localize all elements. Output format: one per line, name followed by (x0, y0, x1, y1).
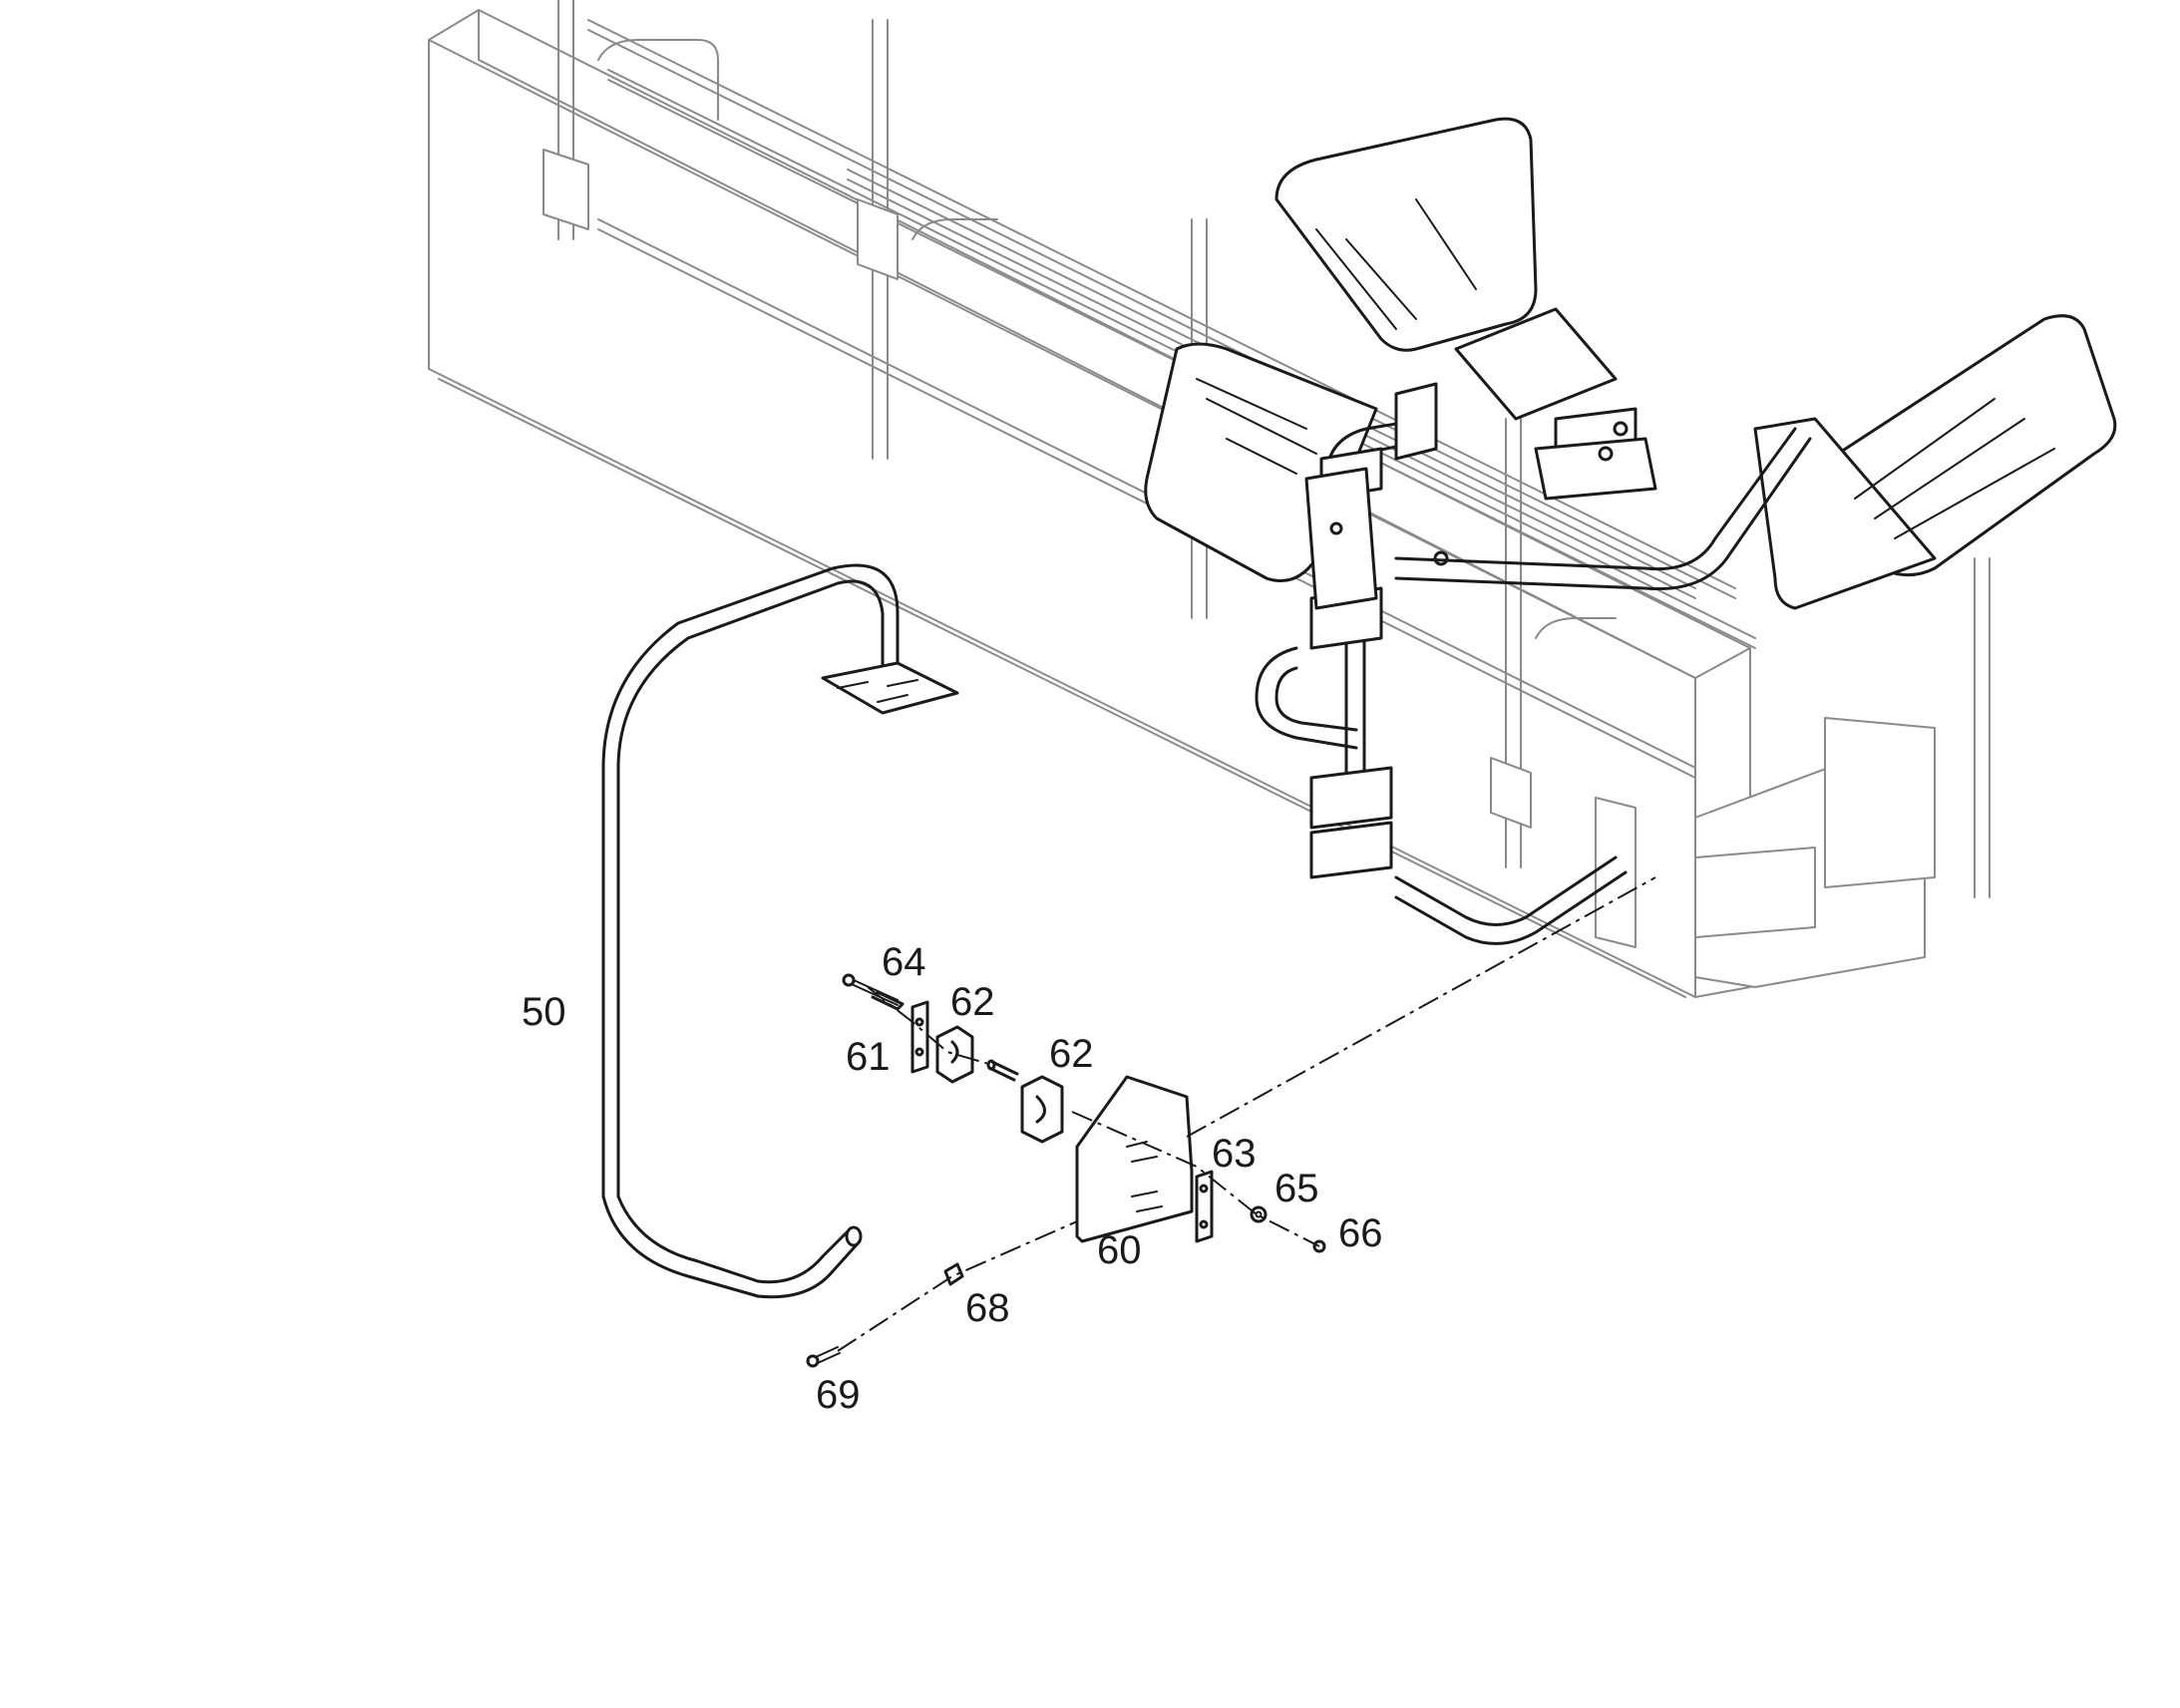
callout-64: 64 (882, 940, 926, 984)
part-61-flat-bar (910, 1000, 929, 1074)
part-64-bolt (842, 973, 905, 1011)
part-50-hoop-bar (601, 563, 959, 1299)
feed-pan-right (1753, 314, 2117, 610)
part-62-clamp-half-upper (935, 1025, 974, 1084)
callouts: 50 64 62 61 62 63 65 66 60 68 69 (522, 940, 1383, 1417)
callout-66: 66 (1338, 1211, 1383, 1255)
feed-pan-top (1274, 117, 1538, 352)
callout-60: 60 (1097, 1228, 1142, 1272)
callout-65: 65 (1274, 1167, 1319, 1210)
callout-69: 69 (816, 1373, 861, 1417)
assembly-center-lines (837, 876, 1656, 1352)
callout-68: 68 (965, 1286, 1010, 1330)
part-68-spacer (943, 1262, 964, 1286)
part-69-bolt (806, 1346, 841, 1368)
callout-63: 63 (1212, 1132, 1257, 1176)
part-63-flat-bar (1195, 1170, 1214, 1243)
trough-assembly (428, 0, 1991, 998)
part-62-clamp-half-lower (1020, 1075, 1064, 1144)
part-65-washer (1250, 1205, 1268, 1223)
callout-50: 50 (522, 990, 566, 1034)
part-60-mounting-plate (1075, 1075, 1194, 1243)
part-66-nut (1312, 1239, 1326, 1253)
part-62-pin (986, 1059, 1019, 1082)
callout-62-lower: 62 (1049, 1032, 1094, 1076)
callout-62-upper: 62 (950, 980, 995, 1024)
callout-61: 61 (846, 1035, 891, 1079)
pan-support-frame (1255, 307, 1812, 945)
